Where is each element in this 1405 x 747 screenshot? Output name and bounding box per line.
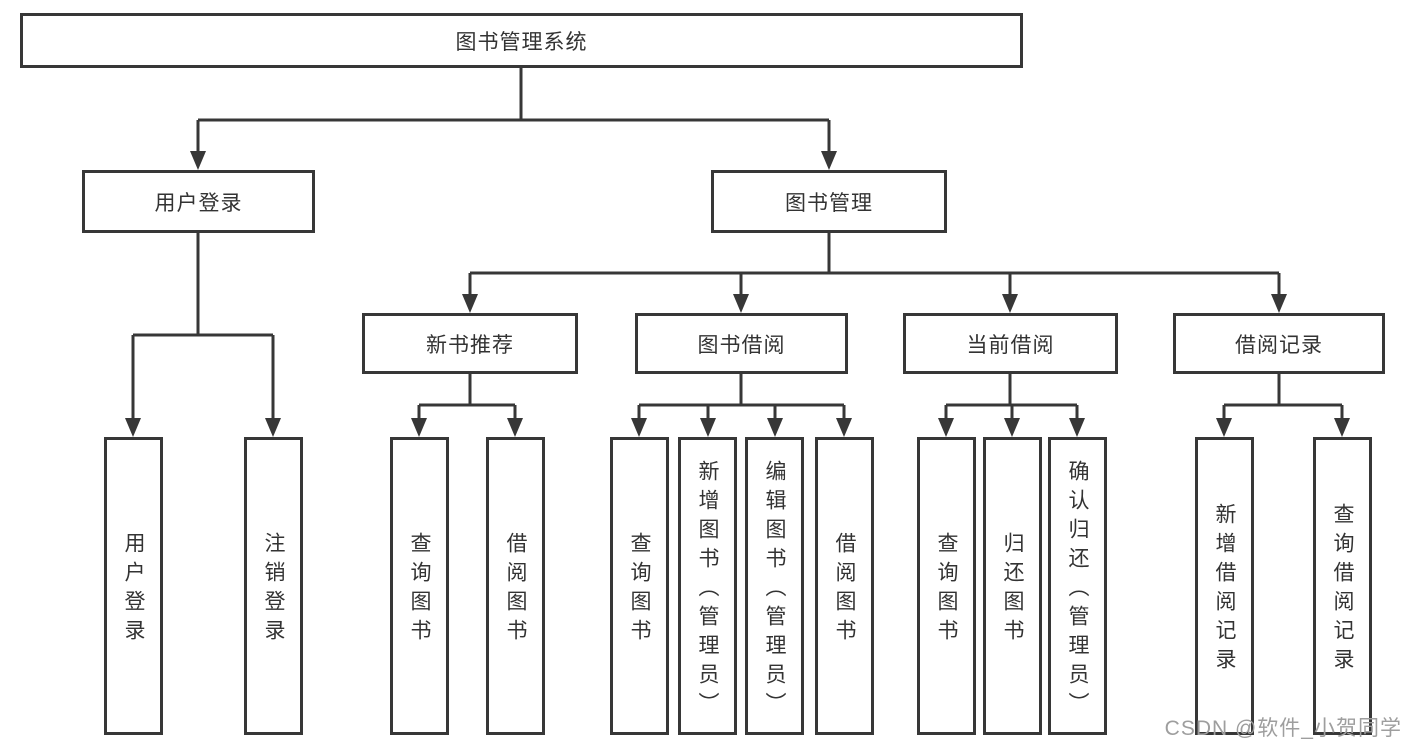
node-new-book-recommend-label: 新书推荐 — [426, 333, 514, 357]
node-new-book-recommend: 新书推荐 — [362, 313, 578, 374]
csdn-watermark: CSDN @软件_小贺同学 — [1164, 717, 1402, 740]
leaf-add-borrow-record-label: 新增借阅记录 — [1213, 503, 1236, 677]
node-root: 图书管理系统 — [20, 13, 1023, 68]
node-user-login: 用户登录 — [82, 170, 315, 233]
leaf-edit-book-admin: 编辑图书（管理员） — [745, 437, 804, 735]
leaf-borrow-book: 借阅图书 — [815, 437, 874, 735]
node-current-borrow-label: 当前借阅 — [966, 333, 1055, 357]
leaf-logout: 注销登录 — [244, 437, 303, 735]
leaf-newrec-borrow-book-label: 借阅图书 — [504, 532, 527, 648]
node-current-borrow: 当前借阅 — [903, 313, 1118, 374]
connector-shafts — [131, 120, 1344, 419]
leaf-query-borrow-record: 查询借阅记录 — [1313, 437, 1372, 735]
leaf-user-login-label: 用户登录 — [122, 532, 145, 648]
leaf-edit-book-admin-label: 编辑图书（管理员） — [763, 459, 786, 721]
leaf-current-query-book: 查询图书 — [917, 437, 976, 735]
leaf-return-book: 归还图书 — [983, 437, 1042, 735]
node-user-login-label: 用户登录 — [154, 191, 243, 215]
arrowhead-icons — [125, 151, 1350, 437]
node-book-management-label: 图书管理 — [785, 191, 873, 215]
leaf-query-borrow-record-label: 查询借阅记录 — [1331, 503, 1354, 677]
node-borrow-record: 借阅记录 — [1173, 313, 1385, 374]
leaf-add-book-admin: 新增图书（管理员） — [678, 437, 737, 735]
leaf-add-book-admin-label: 新增图书（管理员） — [696, 459, 719, 721]
leaf-confirm-return-admin-label: 确认归还（管理员） — [1066, 459, 1089, 721]
node-borrow-record-label: 借阅记录 — [1235, 333, 1323, 357]
node-book-borrow-label: 图书借阅 — [697, 333, 786, 357]
leaf-confirm-return-admin: 确认归还（管理员） — [1048, 437, 1107, 735]
node-root-label: 图书管理系统 — [455, 30, 588, 54]
leaf-logout-label: 注销登录 — [262, 532, 285, 648]
leaf-current-query-book-label: 查询图书 — [935, 532, 958, 648]
connector-trunks — [133, 68, 1342, 407]
node-book-management: 图书管理 — [711, 170, 947, 233]
leaf-add-borrow-record: 新增借阅记录 — [1195, 437, 1254, 735]
leaf-newrec-query-book: 查询图书 — [390, 437, 449, 735]
node-book-borrow: 图书借阅 — [635, 313, 848, 374]
leaf-user-login: 用户登录 — [104, 437, 163, 735]
leaf-newrec-query-book-label: 查询图书 — [408, 532, 431, 648]
leaf-newrec-borrow-book: 借阅图书 — [486, 437, 545, 735]
leaf-borrow-query-book: 查询图书 — [610, 437, 669, 735]
leaf-borrow-book-label: 借阅图书 — [833, 532, 856, 648]
leaf-return-book-label: 归还图书 — [1001, 532, 1024, 648]
leaf-borrow-query-book-label: 查询图书 — [628, 532, 651, 648]
